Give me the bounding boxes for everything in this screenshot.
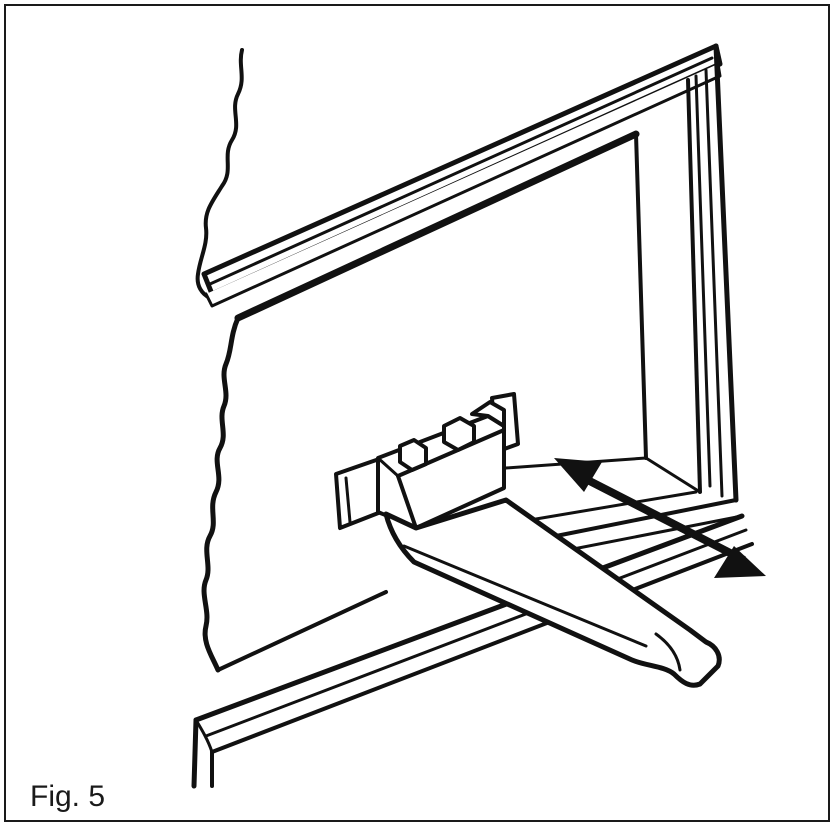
bottom-frame-rail (191, 513, 754, 789)
right-frame-rail (686, 43, 739, 503)
wall-break-line-top (195, 48, 244, 300)
top-frame-rail (201, 43, 723, 308)
panel-bottom-edge (216, 590, 388, 672)
wall-break-line-left (201, 315, 241, 673)
figure-frame: Fig. 5 (4, 4, 830, 822)
opening-inner-right-edge (634, 132, 648, 460)
opening-inner-top-edge (234, 130, 640, 322)
mounting-bracket (334, 392, 722, 688)
double-headed-arrow-icon (554, 458, 766, 578)
installation-illustration (191, 43, 766, 789)
figure-caption: Fig. 5 (30, 780, 106, 813)
opening-floor-ledge (504, 456, 744, 554)
